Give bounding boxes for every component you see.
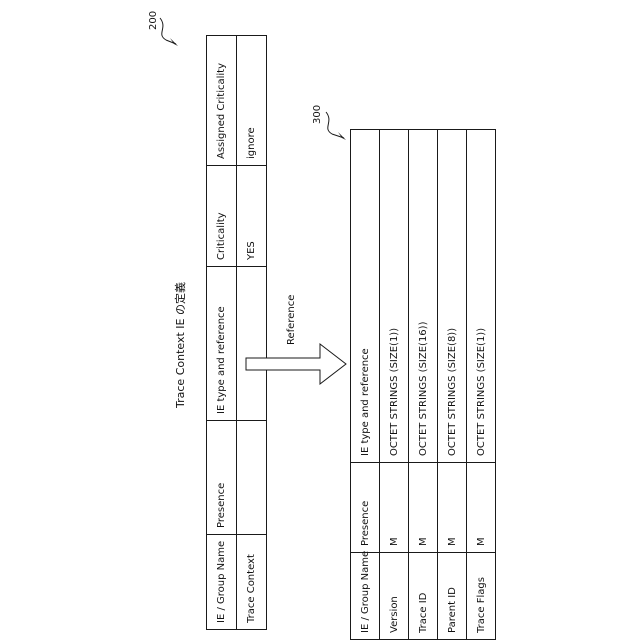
table-cell: Trace Flags [467, 553, 496, 640]
header-cell: IE type and reference [207, 267, 237, 421]
table-cell: M [438, 463, 467, 553]
header-cell: IE type and reference [351, 130, 380, 463]
table-cell: Trace ID [409, 553, 438, 640]
trace-context-definition-table: IE / Group Name Presence IE type and ref… [350, 129, 496, 640]
table-200-container: IE / Group Name Presence IE type and ref… [206, 35, 267, 630]
header-cell: IE / Group Name [207, 535, 237, 630]
table-cell: M [409, 463, 438, 553]
table-cell: M [380, 463, 409, 553]
table-cell: M [467, 463, 496, 553]
figure-title: Trace Context IE の定義 [172, 270, 188, 420]
table-row: Trace Flags M OCTET STRINGS (SIZE(1)) [467, 130, 496, 640]
header-cell: IE / Group Name [351, 553, 380, 640]
table-cell: OCTET STRINGS (SIZE(1)) [467, 130, 496, 463]
reference-arrow [244, 340, 350, 386]
table-cell: OCTET STRINGS (SIZE(16)) [409, 130, 438, 463]
table-cell: OCTET STRINGS (SIZE(1)) [380, 130, 409, 463]
table-300-container: IE / Group Name Presence IE type and ref… [350, 129, 496, 640]
table-cell: Parent ID [438, 553, 467, 640]
table-cell: ignore [237, 36, 267, 166]
header-cell: Presence [351, 463, 380, 553]
table-cell: OCTET STRINGS (SIZE(8)) [438, 130, 467, 463]
table-row: Trace Context YES ignore [237, 36, 267, 630]
table-row: Trace ID M OCTET STRINGS (SIZE(16)) [409, 130, 438, 640]
table-cell: YES [237, 166, 267, 267]
figure-title-text: Trace Context IE の定義 [174, 282, 187, 408]
header-cell: Criticality [207, 166, 237, 267]
reference-label-text: Reference [286, 295, 297, 345]
table-cell [237, 421, 267, 535]
table-cell: Trace Context [237, 535, 267, 630]
trace-context-table: IE / Group Name Presence IE type and ref… [206, 35, 267, 630]
table-row: Version M OCTET STRINGS (SIZE(1)) [380, 130, 409, 640]
header-cell: Presence [207, 421, 237, 535]
table-header-row: IE / Group Name Presence IE type and ref… [207, 36, 237, 630]
table-header-row: IE / Group Name Presence IE type and ref… [351, 130, 380, 640]
table-row: Parent ID M OCTET STRINGS (SIZE(8)) [438, 130, 467, 640]
ref-200-leader-line [150, 8, 190, 48]
table-cell: Version [380, 553, 409, 640]
reference-arrow-label: Reference [286, 295, 297, 345]
header-cell: Assigned Criticality [207, 36, 237, 166]
